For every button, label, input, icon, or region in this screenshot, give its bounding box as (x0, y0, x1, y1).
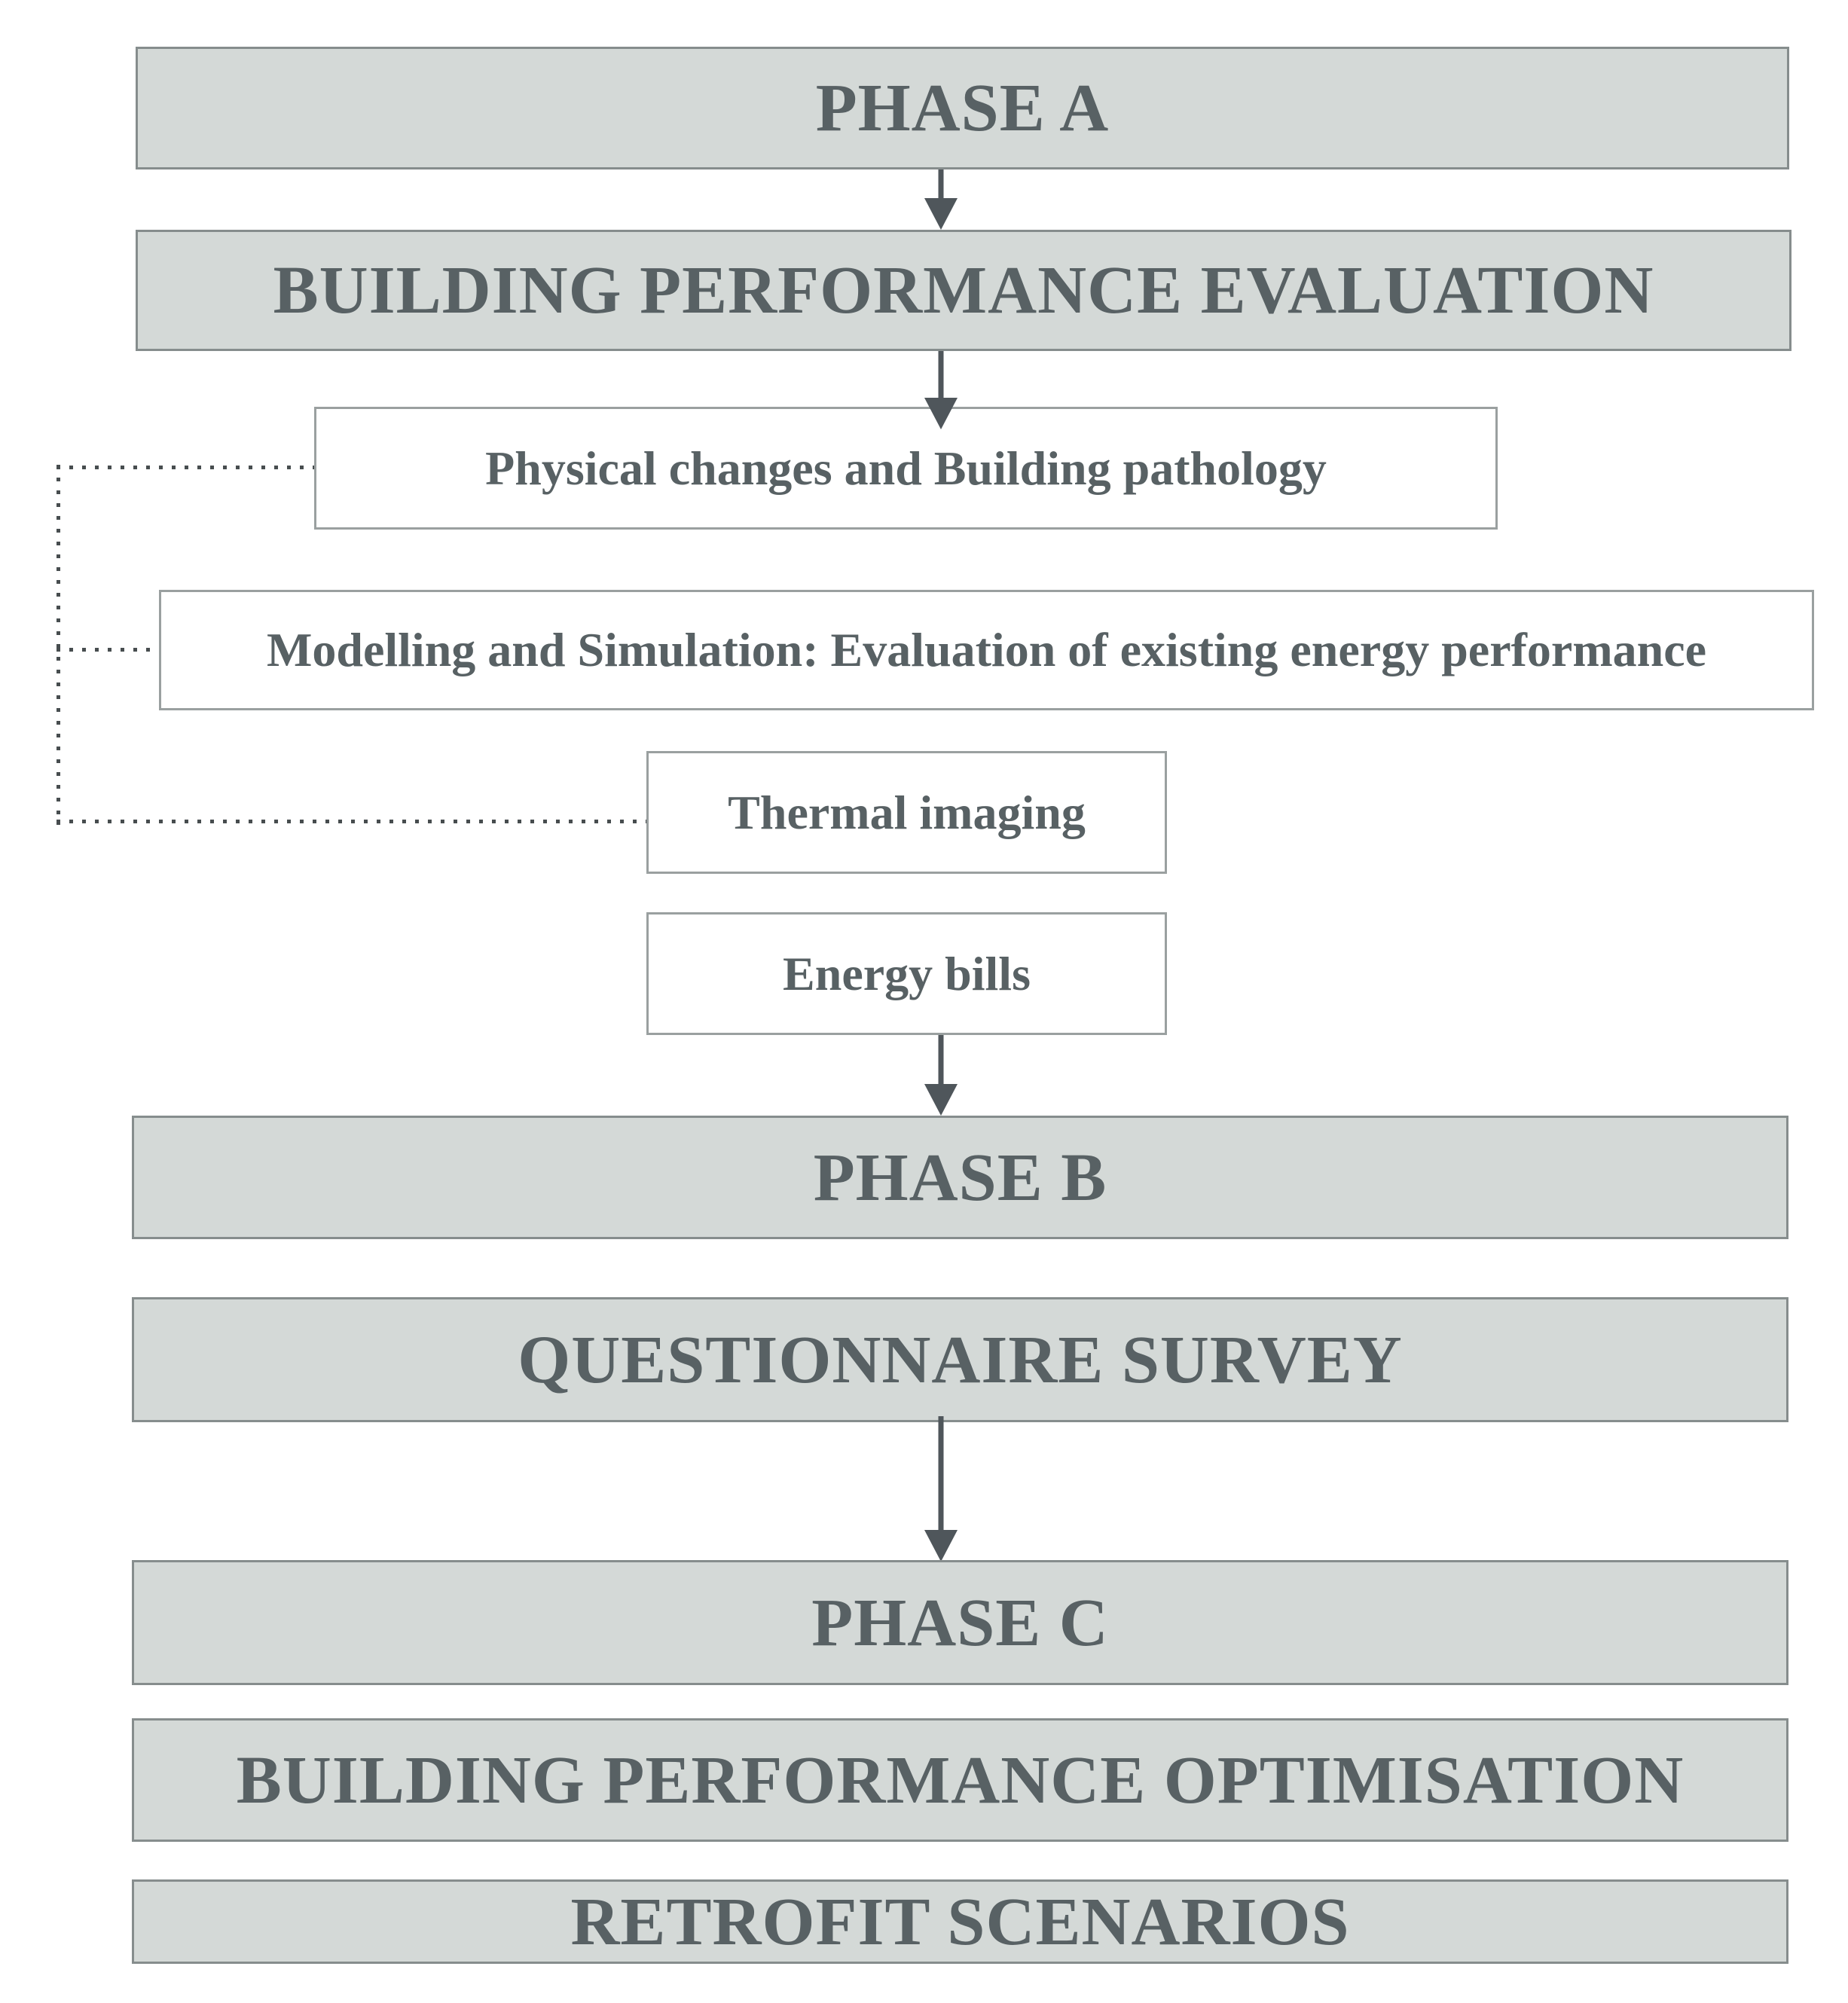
node-retrofit-scenarios-label: RETROFIT SCENARIOS (570, 1884, 1350, 1959)
dotted-connector-to-modelling (57, 648, 159, 652)
node-thermal-imaging-label: Thermal imaging (728, 785, 1086, 839)
node-physical-changes: Physical changes and Building pathology (314, 407, 1498, 530)
arrow-head-icon (924, 1084, 958, 1116)
arrow-head-icon (924, 198, 958, 230)
node-modelling-simulation-label: Modelling and Simulation: Evaluation of … (266, 623, 1707, 676)
node-phase-b-label: PHASE B (813, 1140, 1107, 1215)
node-phase-c-label: PHASE C (811, 1585, 1109, 1660)
dotted-connector-to-physical (57, 466, 314, 469)
dotted-connector-to-thermal (57, 820, 646, 823)
node-energy-bills-label: Energy bills (783, 946, 1031, 1000)
node-modelling-simulation: Modelling and Simulation: Evaluation of … (159, 590, 1814, 710)
arrow-head-icon (924, 398, 958, 429)
node-questionnaire-survey: QUESTIONNAIRE SURVEY (132, 1297, 1788, 1422)
node-bpo-label: BUILDING PERFORMANCE OPTIMISATION (236, 1742, 1685, 1818)
node-questionnaire-survey-label: QUESTIONNAIRE SURVEY (518, 1322, 1403, 1397)
node-thermal-imaging: Thermal imaging (646, 751, 1167, 874)
node-phase-c: PHASE C (132, 1560, 1788, 1685)
arrow-head-icon (924, 1530, 958, 1562)
node-building-performance-evaluation: BUILDING PERFORMANCE EVALUATION (136, 230, 1791, 351)
arrow-shaft (938, 1416, 944, 1531)
down-arrow-questionnaire-to-phase-c (924, 1416, 958, 1562)
node-bpe-label: BUILDING PERFORMANCE EVALUATION (273, 253, 1654, 328)
node-physical-changes-label: Physical changes and Building pathology (485, 441, 1327, 495)
down-arrow-phase-a-to-bpe (924, 169, 958, 230)
arrow-shaft (938, 1035, 944, 1085)
node-phase-a-label: PHASE A (815, 71, 1110, 145)
node-energy-bills: Energy bills (646, 912, 1167, 1035)
dotted-connector-vertical (57, 465, 60, 825)
node-retrofit-scenarios: RETROFIT SCENARIOS (132, 1879, 1788, 1964)
arrow-shaft (938, 169, 944, 200)
node-phase-b: PHASE B (132, 1116, 1788, 1239)
down-arrow-energy-bills-to-phase-b (924, 1035, 958, 1116)
down-arrow-bpe-to-physical (924, 351, 958, 429)
node-phase-a: PHASE A (136, 47, 1789, 169)
node-building-performance-optimisation: BUILDING PERFORMANCE OPTIMISATION (132, 1718, 1788, 1842)
arrow-shaft (938, 351, 944, 399)
